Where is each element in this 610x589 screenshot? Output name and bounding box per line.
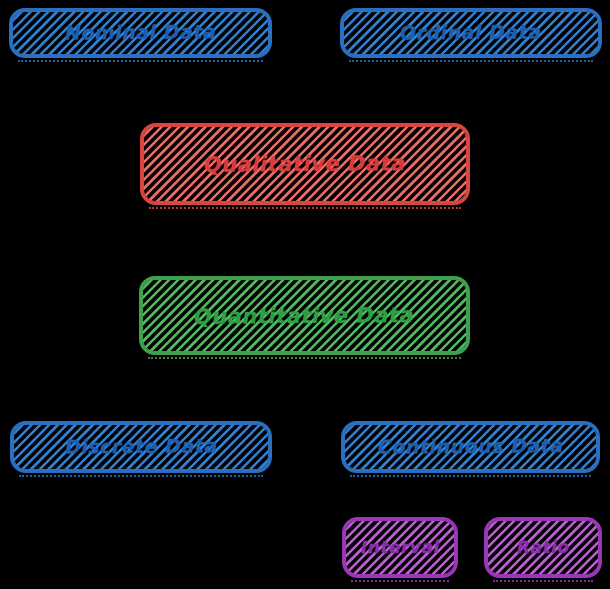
node-ordinal-data: Ordinal Data xyxy=(340,8,602,62)
node-interval: Interval xyxy=(342,517,458,582)
node-ordinal-data-label: Ordinal Data xyxy=(400,21,542,45)
node-nominal-data-label: Nominal Data xyxy=(64,21,217,45)
node-quantitative-data-label: Quantitative Data xyxy=(194,302,415,329)
node-discrete-data: Discrete Data xyxy=(10,421,272,477)
node-discrete-data-label: Discrete Data xyxy=(64,435,218,459)
node-interval-label: Interval xyxy=(360,537,440,558)
node-continuous-data: Continuous Data xyxy=(341,421,600,477)
node-ratio: Ratio xyxy=(484,517,602,582)
node-qualitative-data: Qualitative Data xyxy=(140,123,470,209)
node-nominal-data: Nominal Data xyxy=(9,8,272,62)
node-qualitative-data-label: Qualitative Data xyxy=(203,151,407,177)
node-continuous-data-label: Continuous Data xyxy=(377,435,564,459)
node-quantitative-data: Quantitative Data xyxy=(139,276,470,359)
node-ratio-label: Ratio xyxy=(516,537,570,558)
